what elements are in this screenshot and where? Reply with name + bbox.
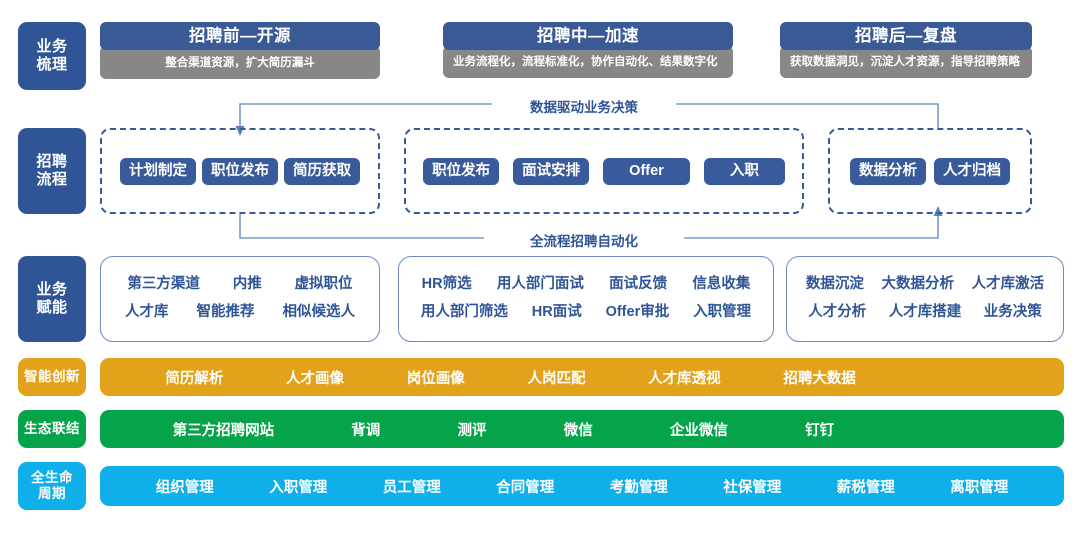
row-label-recruit-process: 招聘流程 [18, 128, 86, 214]
enablement-item[interactable]: 第三方渠道 [127, 276, 200, 293]
row-label-ecosystem: 生态联结 [18, 410, 86, 448]
enablement-item[interactable]: HR面试 [531, 304, 582, 320]
enablement-item[interactable]: 信息收集 [692, 276, 751, 293]
enablement-line: 用人部门筛选 HR面试 Offer审批 入职管理 [399, 299, 773, 327]
enablement-item[interactable]: 业务决策 [983, 304, 1042, 320]
process-pill[interactable]: 面试安排 [513, 157, 590, 185]
bar-item[interactable]: 微信 [563, 422, 593, 439]
enablement-box-during: HR筛选 用人部门面试 面试反馈 信息收集 用人部门筛选 HR面试 Offer审… [398, 256, 774, 342]
process-pill[interactable]: 职位发布 [202, 157, 278, 185]
enablement-item[interactable]: 人才库搭建 [888, 304, 962, 320]
process-pill[interactable]: 职位发布 [423, 157, 500, 185]
process-pill[interactable]: 入职 [703, 157, 785, 185]
stage-title: 招聘前—开源 [100, 22, 380, 50]
stage-title: 招聘后—复盘 [780, 22, 1032, 50]
enablement-item[interactable]: 人才分析 [808, 304, 867, 320]
bar-item[interactable]: 招聘大数据 [783, 370, 856, 387]
process-pill-list: 数据分析 人才归档 [830, 157, 1030, 185]
bar-item[interactable]: 人岗匹配 [527, 370, 586, 387]
bar-ecosystem: 第三方招聘网站 背调 测评 微信 企业微信 钉钉 [100, 410, 1064, 448]
bar-lifecycle: 组织管理 入职管理 员工管理 合同管理 考勤管理 社保管理 薪税管理 离职管理 [100, 466, 1064, 506]
row-label-lifecycle: 全生命周期 [18, 462, 86, 510]
caption-full-automation: 全流程招聘自动化 [484, 230, 684, 250]
enablement-item[interactable]: 智能推荐 [196, 304, 255, 320]
stage-card-pre: 招聘前—开源 整合渠道资源，扩大简历漏斗 [100, 22, 380, 80]
enablement-item[interactable]: 面试反馈 [609, 276, 668, 293]
process-pill[interactable]: 数据分析 [850, 157, 926, 185]
enablement-item[interactable]: 入职管理 [693, 304, 752, 320]
caption-data-driven: 数据驱动业务决策 [492, 96, 676, 116]
enablement-item[interactable]: 人才库 [125, 304, 169, 320]
bar-item[interactable]: 岗位画像 [406, 370, 465, 387]
enablement-item[interactable]: 虚拟职位 [294, 276, 353, 293]
process-pill-list: 计划制定 职位发布 简历获取 [102, 157, 378, 185]
stage-desc: 获取数据洞见，沉淀人才资源，指导招聘策略 [780, 46, 1032, 79]
process-group-pre: 计划制定 职位发布 简历获取 [100, 128, 380, 214]
enablement-item[interactable]: 大数据分析 [881, 276, 954, 293]
bar-item[interactable]: 测评 [457, 422, 487, 439]
row-label-smart-innovation: 智能创新 [18, 358, 86, 396]
bar-item[interactable]: 背调 [351, 422, 381, 439]
enablement-box-pre: 第三方渠道 内推 虚拟职位 人才库 智能推荐 相似候选人 [100, 256, 380, 342]
bar-item[interactable]: 入职管理 [269, 479, 328, 496]
bar-item[interactable]: 合同管理 [496, 479, 555, 496]
enablement-item[interactable]: 相似候选人 [282, 304, 356, 320]
bar-item[interactable]: 企业微信 [669, 422, 728, 439]
bar-smart-innovation: 简历解析 人才画像 岗位画像 人岗匹配 人才库透视 招聘大数据 [100, 358, 1064, 396]
bar-item[interactable]: 薪税管理 [836, 479, 895, 496]
enablement-item[interactable]: 内推 [232, 276, 262, 293]
bar-item[interactable]: 离职管理 [950, 479, 1009, 496]
process-group-post: 数据分析 人才归档 [828, 128, 1032, 214]
enablement-item[interactable]: 用人部门筛选 [420, 304, 508, 320]
process-group-during: 职位发布 面试安排 Offer 入职 [404, 128, 804, 214]
bar-item[interactable]: 组织管理 [155, 479, 214, 496]
stage-card-post: 招聘后—复盘 获取数据洞见，沉淀人才资源，指导招聘策略 [780, 22, 1032, 79]
bar-item[interactable]: 第三方招聘网站 [172, 422, 275, 439]
bar-item[interactable]: 人才画像 [286, 370, 345, 387]
process-pill[interactable]: 人才归档 [934, 157, 1010, 185]
bar-item[interactable]: 简历解析 [165, 370, 224, 387]
enablement-item[interactable]: 数据沉淀 [805, 276, 864, 293]
process-pill[interactable]: 计划制定 [120, 157, 196, 185]
enablement-line: 人才分析 人才库搭建 业务决策 [787, 299, 1063, 327]
enablement-line: 数据沉淀 大数据分析 人才库激活 [787, 271, 1063, 299]
bar-item[interactable]: 考勤管理 [609, 479, 668, 496]
enablement-item[interactable]: HR筛选 [421, 276, 472, 293]
stage-title: 招聘中—加速 [443, 22, 733, 50]
bar-item[interactable]: 社保管理 [723, 479, 782, 496]
enablement-item[interactable]: Offer审批 [605, 304, 670, 320]
enablement-box-post: 数据沉淀 大数据分析 人才库激活 人才分析 人才库搭建 业务决策 [786, 256, 1064, 342]
bar-item[interactable]: 员工管理 [382, 479, 441, 496]
row-label-business-enable: 业务赋能 [18, 256, 86, 342]
bar-item[interactable]: 人才库透视 [648, 370, 721, 387]
process-pill-list: 职位发布 面试安排 Offer 入职 [406, 157, 802, 185]
process-pill[interactable]: 简历获取 [284, 157, 360, 185]
row-label-business-review: 业务梳理 [18, 22, 86, 90]
enablement-item[interactable]: 用人部门面试 [496, 276, 584, 293]
enablement-line: 人才库 智能推荐 相似候选人 [101, 299, 379, 327]
enablement-item[interactable]: 人才库激活 [971, 276, 1045, 293]
bar-item[interactable]: 钉钉 [805, 422, 835, 439]
enablement-line: HR筛选 用人部门面试 面试反馈 信息收集 [399, 271, 773, 299]
enablement-line: 第三方渠道 内推 虚拟职位 [101, 271, 379, 299]
stage-desc: 业务流程化，流程标准化，协作自动化、结果数字化 [443, 46, 733, 79]
process-pill[interactable]: Offer [603, 157, 690, 185]
stage-card-during: 招聘中—加速 业务流程化，流程标准化，协作自动化、结果数字化 [443, 22, 733, 79]
stage-desc: 整合渠道资源，扩大简历漏斗 [100, 46, 380, 80]
